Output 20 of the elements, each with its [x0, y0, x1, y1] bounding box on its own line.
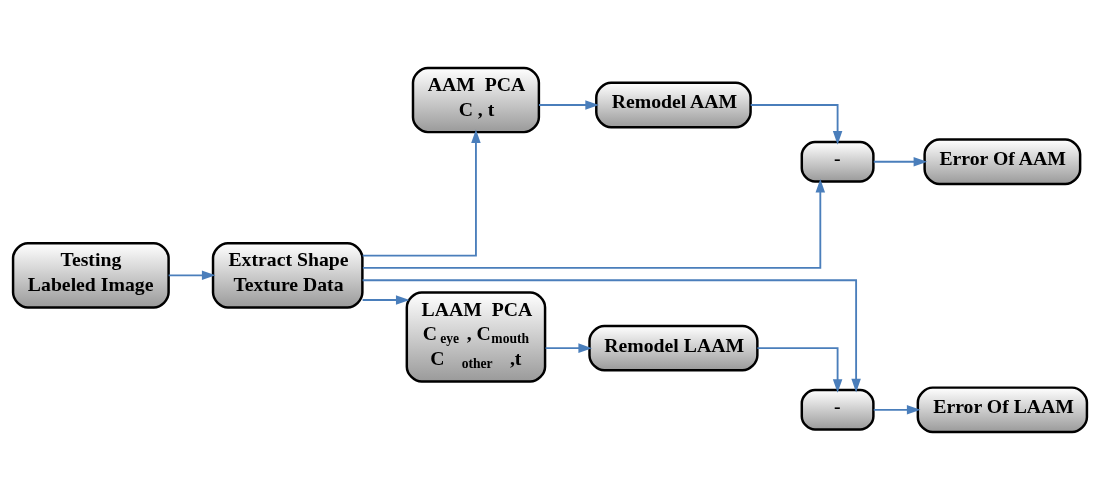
node-box: Error Of AAM: [923, 137, 1082, 185]
node-box: Remodel LAAM: [588, 324, 759, 372]
node-box: AAM PCA C , t: [411, 66, 541, 133]
node-box: Extract Shape Texture Data: [211, 241, 364, 309]
arrow: [361, 128, 481, 256]
node-box: -: [800, 140, 875, 183]
arrow: [538, 99, 599, 110]
node-box: Error Of LAAM: [916, 385, 1089, 433]
arrow: [544, 342, 592, 353]
arrow: [756, 346, 843, 393]
node-box: Testing Labeled Image: [11, 241, 170, 309]
arrow: [361, 278, 861, 392]
arrow: [749, 103, 843, 145]
arrow: [361, 294, 410, 305]
arrow: [872, 404, 921, 415]
node-box: Remodel AAM: [595, 81, 752, 128]
arrow: [872, 156, 928, 166]
arrow: [361, 178, 826, 269]
arrow: [167, 270, 216, 280]
node-box: -: [800, 388, 875, 431]
